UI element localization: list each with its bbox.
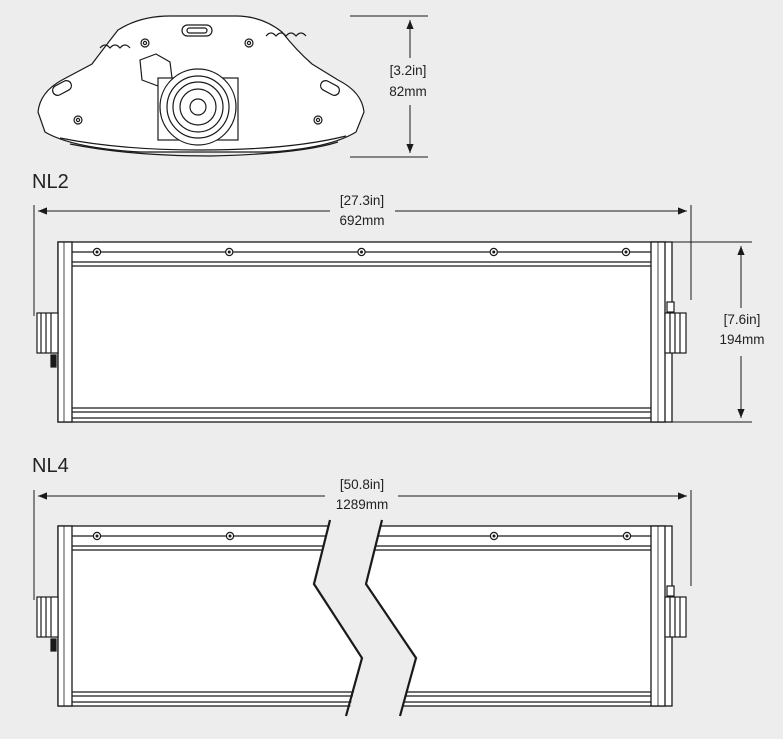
nl2-screw-5 (621, 247, 631, 257)
nl4-screw-2 (225, 531, 235, 541)
nl2-left-connector (36, 312, 59, 368)
nl4-screw-4 (622, 531, 632, 541)
end-view-height-inches: [3.2in] (390, 63, 427, 78)
nl2-screw-3 (357, 247, 366, 257)
nl4-length-inches: [50.8in] (340, 477, 384, 492)
nl4-model-label: NL4 (32, 455, 69, 477)
nl2-screw-2 (225, 247, 234, 257)
end-view-height-mm: 82mm (389, 84, 427, 99)
nl2-length-mm: 692mm (339, 213, 384, 228)
nl2-height-inches: [7.6in] (724, 312, 761, 327)
nl4-break-lines (312, 519, 418, 717)
nl2-screw-1 (92, 247, 102, 257)
nl2-screw-4 (489, 247, 498, 257)
nl4-screw-3 (489, 531, 499, 541)
nl4-length-mm: 1289mm (336, 497, 389, 512)
nl2-height-mm: 194mm (719, 332, 764, 347)
nl4-screw-1 (92, 531, 102, 541)
end-view-profile (37, 15, 365, 157)
nl4-mounting-screws (92, 531, 632, 541)
nl4-length-dimension (33, 490, 692, 600)
nl2-length-inches: [27.3in] (340, 193, 384, 208)
end-view-height-dimension (350, 15, 428, 158)
nl2-right-connector (664, 301, 687, 354)
nl4-left-connector (36, 596, 59, 652)
nl2-height-dimension (672, 241, 752, 423)
nl2-fixture-body (57, 241, 673, 423)
nl2-length-dimension (33, 205, 692, 316)
nl2-model-label: NL2 (32, 171, 69, 193)
nl2-mounting-screws (92, 247, 631, 257)
nl4-right-connector (664, 585, 687, 638)
